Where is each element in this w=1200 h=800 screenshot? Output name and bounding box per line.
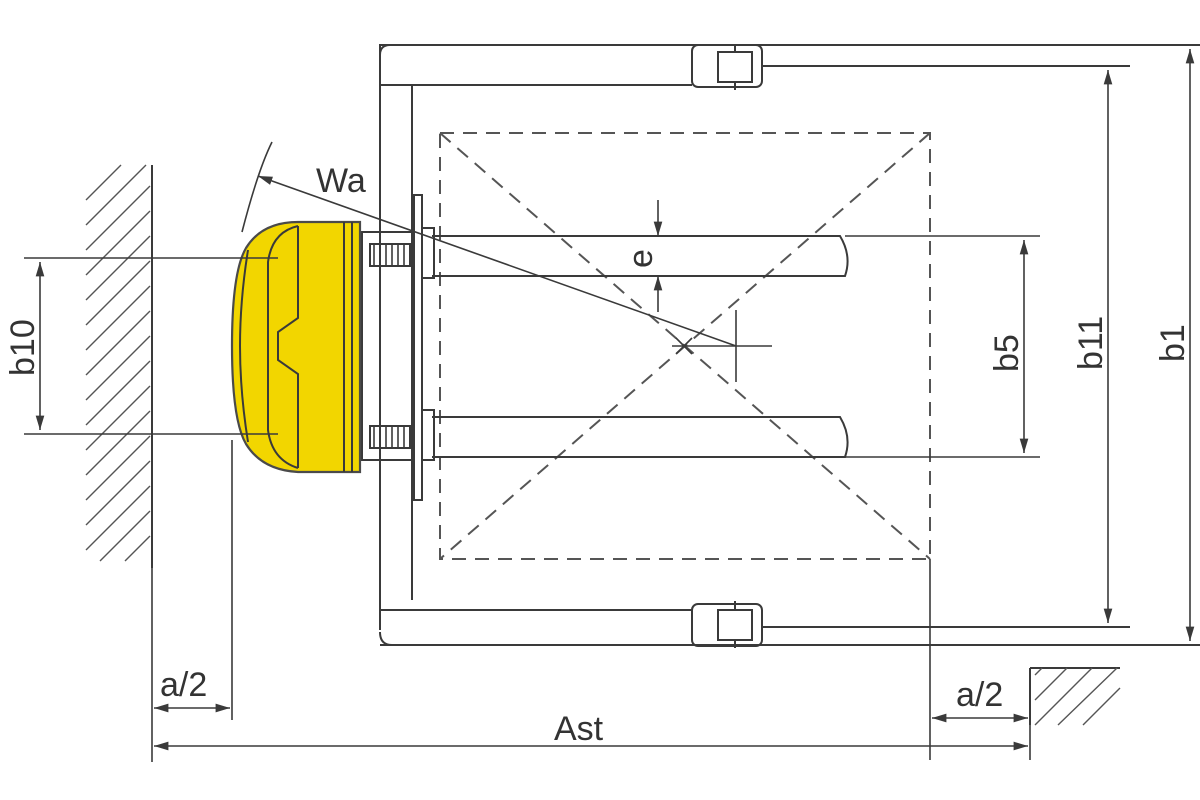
load-wheel-bottom — [691, 601, 763, 648]
b10-label: b10 — [4, 319, 42, 376]
b11-label: b11 — [1072, 316, 1110, 370]
wa-label: Wa — [316, 162, 366, 200]
a-half-left-dimension: a/2 — [151, 440, 233, 762]
mast — [361, 231, 415, 461]
ast-label: Ast — [554, 710, 604, 748]
a-half-right-dimension: a/2 — [929, 559, 1031, 760]
wa-dimension: Wa — [241, 141, 737, 347]
b5-label: b5 — [988, 334, 1026, 372]
a-half-right-label: a/2 — [956, 676, 1003, 714]
load-centre-marker — [672, 310, 772, 382]
fork-carriage — [413, 194, 435, 501]
left-wall — [85, 164, 153, 568]
b1-label: b1 — [1154, 324, 1192, 362]
truck-body — [230, 220, 362, 474]
e-label: e — [622, 249, 660, 268]
b10-dimension: b10 — [4, 257, 278, 435]
e-dimension: e — [622, 200, 663, 312]
truck-body-shell — [230, 220, 362, 474]
ast-dimension: Ast — [154, 710, 1028, 751]
a-half-left-label: a/2 — [160, 666, 207, 704]
b11-dimension: b11 — [1072, 70, 1113, 623]
b5-dimension: b5 — [845, 235, 1040, 458]
right-wall — [1029, 667, 1121, 726]
fork-bottom — [432, 416, 849, 458]
fork-top — [432, 235, 849, 277]
b1-dimension: b1 — [1154, 49, 1195, 641]
load-wheel-top — [691, 44, 763, 90]
